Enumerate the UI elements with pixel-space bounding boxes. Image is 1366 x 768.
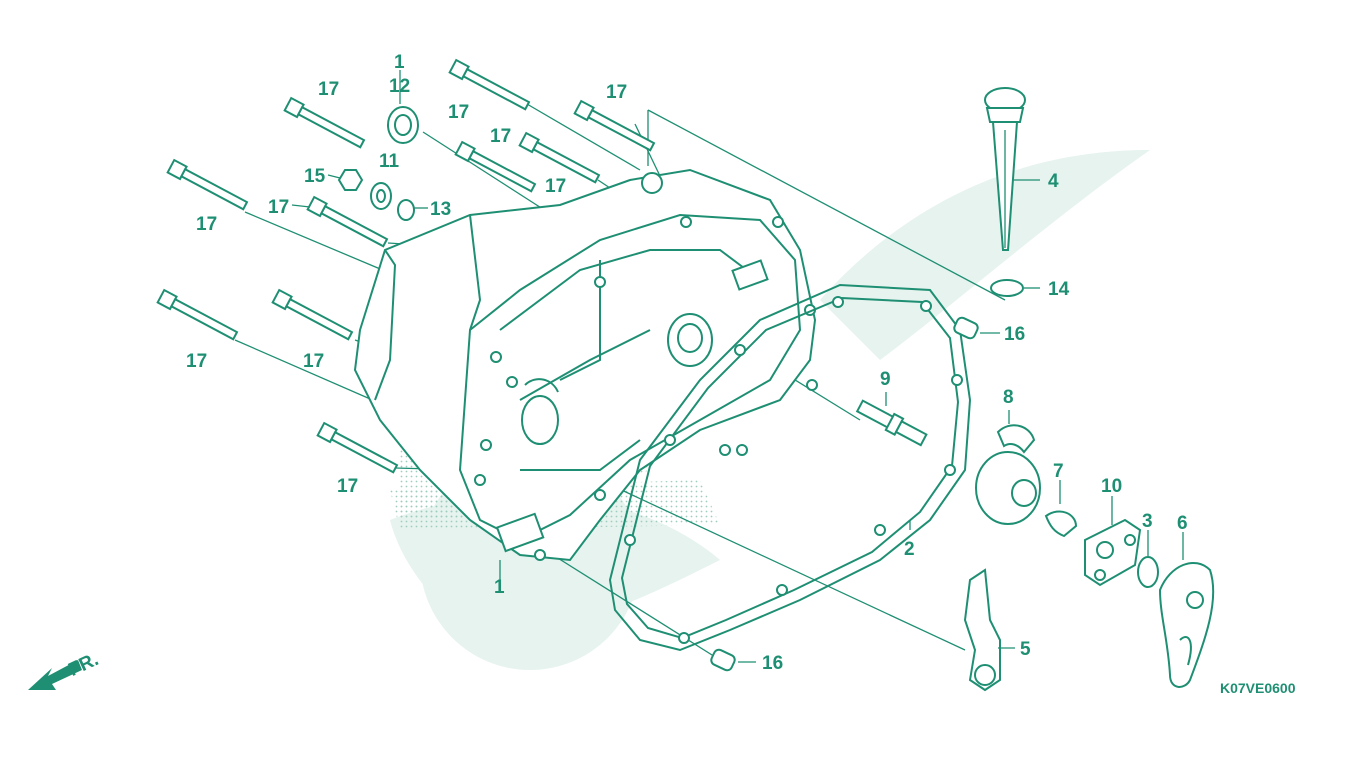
callout-3: 3 — [1142, 511, 1153, 532]
washer-11 — [370, 182, 392, 210]
callout-17-f: 17 — [196, 214, 217, 235]
callout-8: 8 — [1003, 387, 1014, 408]
stud-9 — [855, 399, 928, 447]
bolt — [316, 421, 399, 474]
callout-17-h: 17 — [186, 351, 207, 372]
bolt — [448, 58, 531, 111]
callout-9: 9 — [880, 369, 891, 390]
o-ring-3 — [1137, 556, 1159, 588]
callout-7: 7 — [1053, 461, 1064, 482]
callout-16-upper: 16 — [1004, 324, 1025, 345]
o-ring-14 — [990, 279, 1024, 297]
bolt — [454, 140, 537, 193]
gasket — [608, 283, 972, 652]
callout-15: 15 — [304, 166, 326, 187]
o-ring-13 — [397, 199, 415, 221]
callout-ticks — [291, 70, 1184, 663]
callout-1-top: 1 — [394, 52, 405, 73]
arm-5 — [963, 568, 1001, 692]
callouts: 1 12 15 11 13 17 17 17 17 17 17 17 17 17… — [186, 52, 1296, 696]
small-parts — [337, 106, 419, 221]
callout-10: 10 — [1101, 476, 1122, 497]
callout-1-bottom: 1 — [494, 577, 505, 598]
callout-16-lower: 16 — [762, 653, 783, 674]
callout-17-j: 17 — [337, 476, 358, 497]
bolt — [573, 99, 656, 152]
callout-6: 6 — [1177, 513, 1188, 534]
bolt — [271, 288, 354, 341]
right-crankcase-cover — [353, 168, 818, 562]
diagram-code: K07VE0600 — [1220, 680, 1296, 696]
front-arrow-icon: FR. — [28, 649, 102, 690]
callout-2: 2 — [904, 539, 915, 560]
front-marker: FR. — [65, 649, 102, 681]
callout-17-e: 17 — [545, 176, 566, 197]
callout-17-g: 17 — [268, 197, 289, 218]
bolt — [156, 288, 239, 341]
callout-17-i: 17 — [303, 351, 324, 372]
callout-17-d: 17 — [490, 126, 511, 147]
dowel-pins — [710, 316, 979, 672]
callout-17-a: 17 — [318, 79, 339, 100]
callout-17-c: 17 — [606, 82, 627, 103]
bolt — [166, 158, 249, 211]
callout-13: 13 — [430, 199, 451, 220]
lever-6 — [1158, 561, 1215, 688]
callout-17-b: 17 — [448, 102, 469, 123]
callout-11: 11 — [379, 151, 400, 172]
oil-filler-cap — [984, 87, 1026, 297]
callout-5: 5 — [1020, 639, 1031, 660]
right-parts — [963, 424, 1215, 692]
callout-14: 14 — [1048, 279, 1070, 300]
part-8 — [996, 424, 1036, 454]
callout-12: 12 — [389, 76, 410, 97]
oil-seal-12 — [387, 106, 419, 144]
bolt — [283, 96, 366, 149]
bolt — [518, 131, 601, 184]
collar-7 — [1044, 510, 1078, 538]
bolt — [306, 195, 389, 248]
nut-15 — [337, 169, 364, 191]
callout-4: 4 — [1048, 171, 1059, 192]
bolts-17 — [156, 58, 656, 474]
